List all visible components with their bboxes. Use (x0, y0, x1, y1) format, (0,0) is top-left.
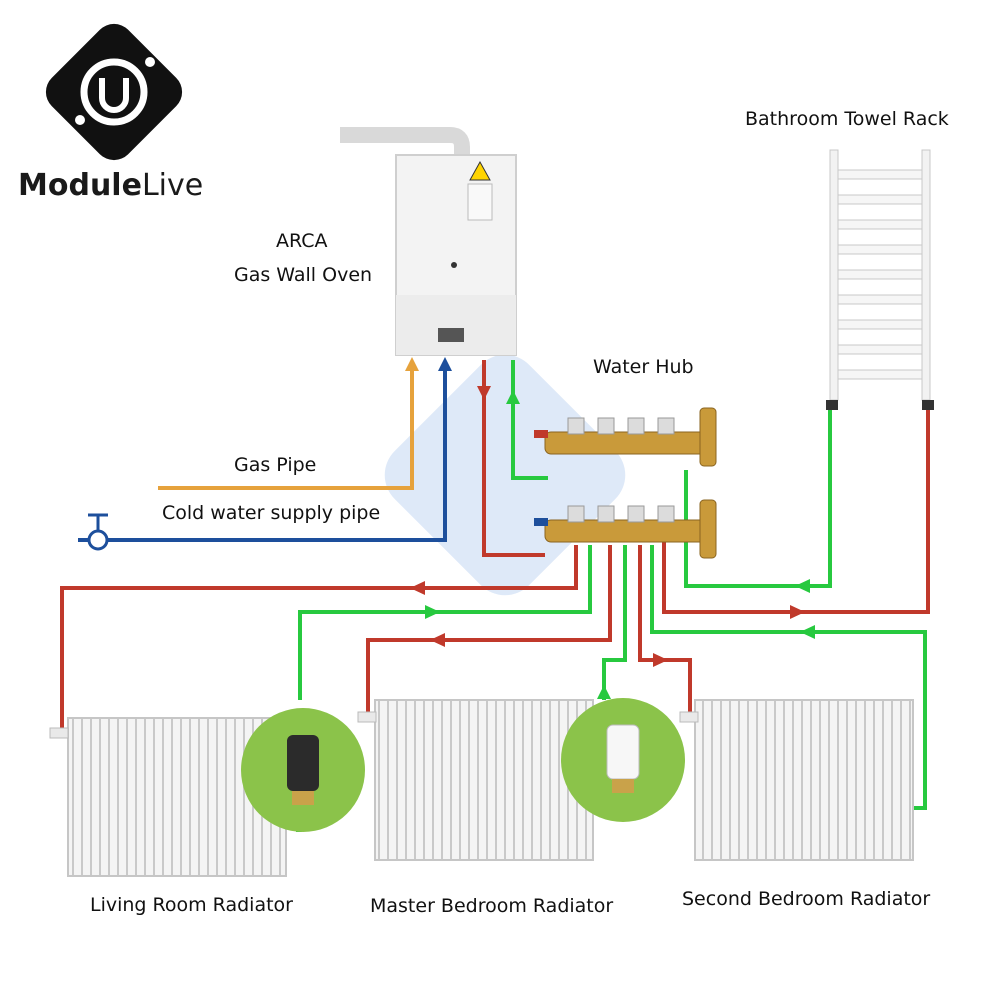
water-hub-manifold (534, 407, 717, 559)
gas-pipe-label: Gas Pipe (234, 454, 317, 476)
living-room-return (298, 545, 592, 700)
boiler-label-line1: ARCA (276, 230, 328, 252)
master-return (602, 545, 627, 700)
cold-water-pipe (118, 362, 447, 542)
towel-rack (826, 149, 934, 410)
master-bedroom-label: Master Bedroom Radiator (370, 895, 614, 917)
module-live-logo-icon (45, 23, 183, 161)
gas-wall-oven (340, 127, 517, 356)
living-room-label: Living Room Radiator (90, 894, 293, 916)
thermostat-black-icon (241, 708, 365, 832)
living-room-flow (60, 545, 578, 730)
valve-tap-icon (78, 513, 118, 551)
second-return (650, 545, 927, 810)
boiler-flow-pipe (482, 360, 545, 557)
boiler-label-line2: Gas Wall Oven (234, 264, 373, 286)
brand-name-light: Live (141, 168, 204, 203)
cold-water-label: Cold water supply pipe (162, 502, 381, 524)
thermostat-white-icon (561, 698, 685, 822)
warning-triangle-icon (469, 160, 491, 181)
brand-name-bold: Module (18, 168, 142, 203)
water-hub-label: Water Hub (593, 356, 694, 378)
master-bedroom-radiator (357, 699, 594, 861)
brand-name: ModuleLive (18, 168, 203, 203)
flow-arrows (405, 357, 815, 699)
second-bedroom-label: Second Bedroom Radiator (682, 888, 931, 910)
gas-pipe (158, 362, 414, 490)
second-bedroom-radiator (679, 699, 914, 861)
towel-rack-label: Bathroom Towel Rack (745, 108, 949, 130)
master-flow (366, 545, 612, 712)
